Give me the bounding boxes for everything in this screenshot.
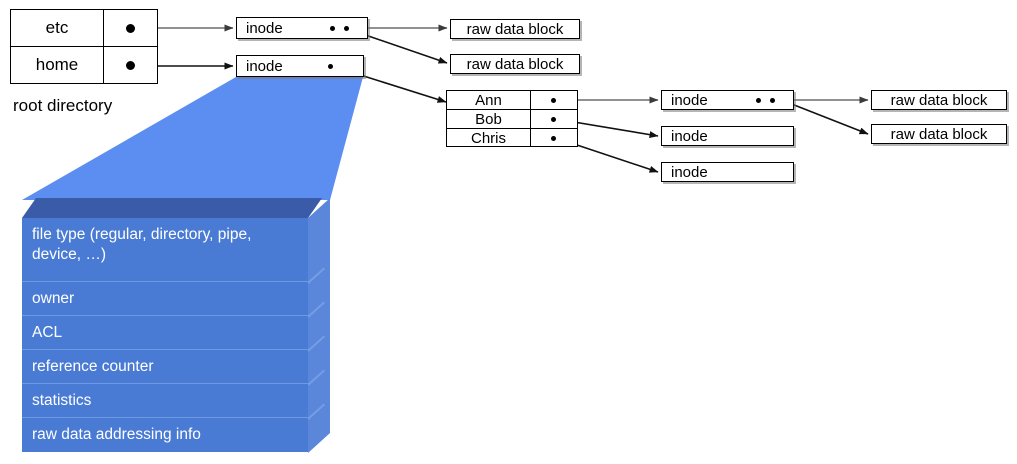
filled-dot-icon: [344, 25, 349, 31]
inode-field-file-type: file type (regular, directory, pipe, dev…: [22, 218, 308, 282]
filled-dot-icon: [551, 135, 556, 141]
inode-box-bob[interactable]: inode: [661, 126, 794, 146]
root-entry-name-1: home: [11, 47, 104, 83]
raw-data-block-ann-1[interactable]: raw data block: [871, 90, 1007, 110]
inode-detail-top-face: [22, 198, 322, 218]
home-directory-table: Ann Bob Chris: [446, 90, 578, 147]
home-entry-name-2: Chris: [447, 129, 531, 147]
inode-box-chris[interactable]: inode: [661, 162, 794, 182]
inode-box-etc[interactable]: inode: [236, 17, 368, 39]
raw-data-block-ann-2[interactable]: raw data block: [871, 124, 1007, 144]
inode-label: inode: [671, 127, 708, 145]
home-entry-name-0: Ann: [447, 91, 531, 109]
zoom-funnel-shape: [22, 77, 363, 200]
table-row[interactable]: Bob: [447, 110, 577, 129]
inode-field-raw-data-addressing-info: raw data addressing info: [22, 418, 308, 452]
root-entry-pointer-1[interactable]: [104, 47, 156, 83]
root-directory-table: etc home: [10, 9, 158, 84]
table-row[interactable]: home: [11, 47, 157, 83]
root-entry-pointer-0[interactable]: [104, 10, 156, 46]
filled-dot-icon: [770, 97, 775, 103]
inode-label: inode: [246, 19, 283, 37]
inode-box-ann[interactable]: inode: [661, 90, 794, 110]
inode-field-statistics: statistics: [22, 384, 308, 418]
raw-data-block-label: raw data block: [466, 20, 564, 38]
inode-field-reference-counter: reference counter: [22, 350, 308, 384]
home-entry-name-1: Bob: [447, 110, 531, 128]
raw-data-block-etc-2[interactable]: raw data block: [450, 54, 580, 74]
inode-box-home[interactable]: inode: [236, 55, 364, 77]
inode-pointer-dots[interactable]: [328, 56, 333, 76]
filled-dot-icon: [330, 25, 335, 31]
inode-field-owner: owner: [22, 282, 308, 316]
table-row[interactable]: Ann: [447, 91, 577, 110]
filled-dot-icon: [125, 60, 135, 70]
home-entry-pointer-0[interactable]: [531, 91, 576, 109]
inode-label: inode: [671, 163, 708, 181]
filled-dot-icon: [125, 23, 135, 33]
inode-label: inode: [671, 91, 708, 109]
inode-field-acl: ACL: [22, 316, 308, 350]
raw-data-block-label: raw data block: [890, 125, 988, 143]
filled-dot-icon: [756, 97, 761, 103]
filled-dot-icon: [551, 116, 556, 122]
home-entry-pointer-1[interactable]: [531, 110, 576, 128]
raw-data-block-etc-1[interactable]: raw data block: [450, 19, 580, 39]
filled-dot-icon: [328, 63, 333, 69]
raw-data-block-label: raw data block: [466, 55, 564, 73]
table-row[interactable]: etc: [11, 10, 157, 47]
inode-detail-box: file type (regular, directory, pipe, dev…: [0, 193, 380, 461]
table-row[interactable]: Chris: [447, 129, 577, 147]
home-entry-pointer-2[interactable]: [531, 129, 576, 147]
root-directory-caption: root directory: [13, 96, 113, 115]
inode-pointer-dots[interactable]: [756, 91, 775, 109]
inode-detail-side-face: [308, 198, 330, 453]
inode-label: inode: [246, 57, 283, 75]
inode-pointer-dots[interactable]: [330, 18, 349, 38]
root-entry-name-0: etc: [11, 10, 104, 46]
inode-detail-fields: file type (regular, directory, pipe, dev…: [22, 218, 308, 453]
arrow-inode-ann-to-rdb2: [783, 100, 869, 135]
raw-data-block-label: raw data block: [890, 91, 988, 109]
filled-dot-icon: [551, 97, 556, 103]
